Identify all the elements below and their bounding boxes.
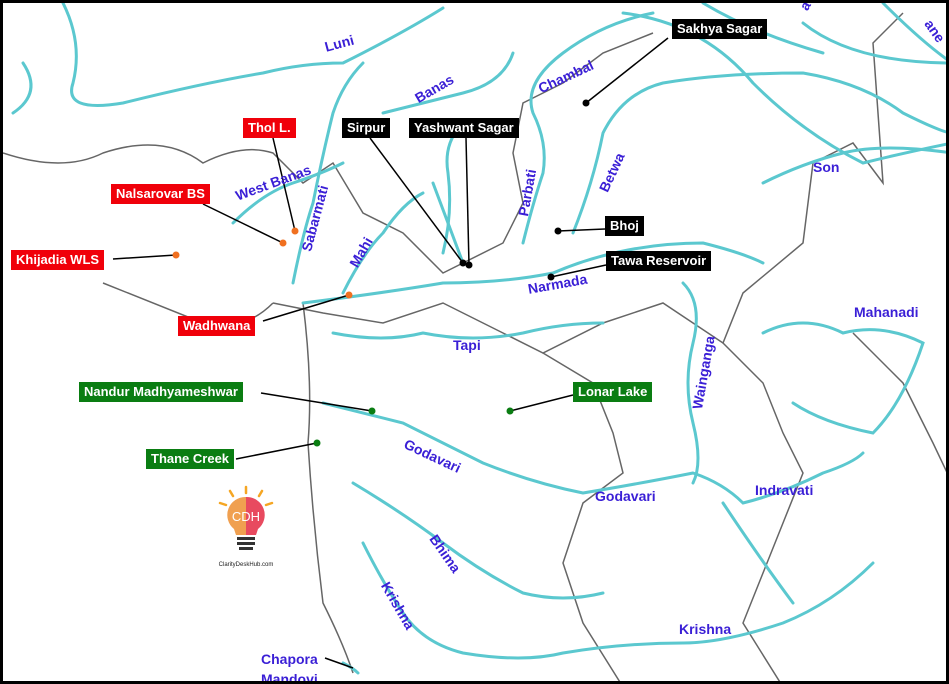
logo: CDH ClarityDeskHub.com	[211, 485, 281, 568]
river-krishna-east: Krishna	[679, 621, 732, 637]
leader-lines	[112, 37, 669, 669]
dot-bhoj	[554, 227, 562, 235]
rivers	[11, 3, 946, 675]
label-thane-creek: Thane Creek	[146, 449, 235, 469]
logo-text: CDH	[232, 509, 260, 524]
logo-url: ClarityDeskHub.com	[218, 562, 274, 568]
label-nalsarovar: Nalsarovar BS	[111, 184, 210, 204]
label-wadhwana: Wadhwana	[178, 316, 256, 336]
label-lonar-lake: Lonar Lake	[573, 382, 653, 402]
lightbulb-icon: CDH	[218, 485, 274, 550]
map-base	[3, 3, 946, 681]
dot-thol	[291, 227, 299, 235]
label-khijadia: Khijadia WLS	[11, 250, 105, 270]
river-chapora: Chapora	[261, 651, 318, 667]
dot-tawa	[547, 273, 555, 281]
label-tawa-reservoir: Tawa Reservoir	[606, 251, 712, 271]
river-son: Son	[813, 159, 840, 175]
river-mahanadi: Mahanadi	[854, 304, 919, 320]
dot-khijadia	[172, 251, 180, 259]
label-nandur-madhyameshwar: Nandur Madhyameshwar	[79, 382, 243, 402]
dot-yashwant-sagar	[465, 261, 473, 269]
label-sakhya-sagar: Sakhya Sagar	[672, 19, 768, 39]
river-indravati: Indravati	[755, 482, 814, 498]
label-bhoj: Bhoj	[605, 216, 644, 236]
dot-sakhya-sagar	[582, 99, 590, 107]
label-sirpur: Sirpur	[342, 118, 391, 138]
dot-nandur	[368, 407, 376, 415]
dot-lonar	[506, 407, 514, 415]
river-tapi: Tapi	[453, 337, 481, 353]
river-mandovi: Mandovi	[261, 671, 318, 684]
site-dots	[172, 99, 590, 447]
dot-sirpur	[459, 259, 467, 267]
dot-thane	[313, 439, 321, 447]
river-godavari-east: Godavari	[595, 488, 656, 504]
label-yashwant-sagar: Yashwant Sagar	[409, 118, 519, 138]
label-thol-lake: Thol L.	[243, 118, 296, 138]
dot-nalsarovar	[279, 239, 287, 247]
dot-wadhwana	[345, 291, 353, 299]
